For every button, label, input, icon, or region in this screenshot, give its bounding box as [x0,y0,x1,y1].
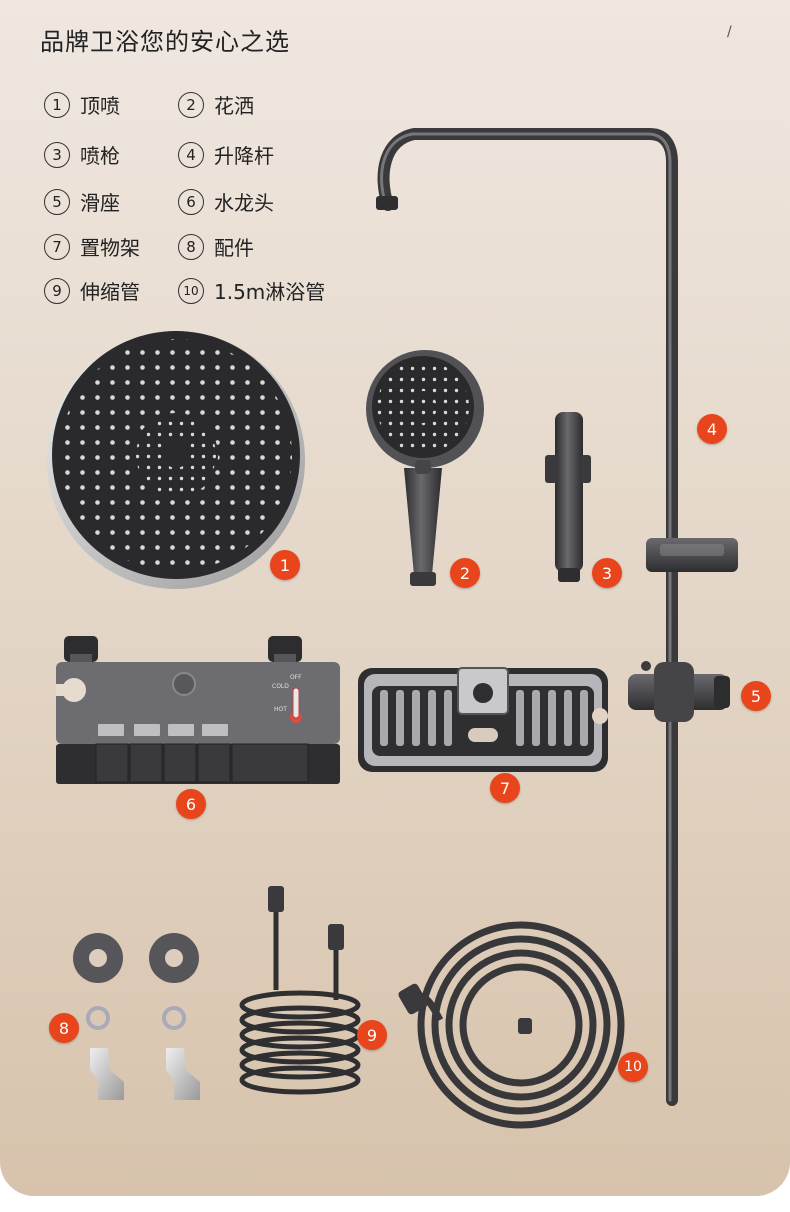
legend-number: 1 [44,91,70,118]
handheld-shower [366,350,484,586]
spray-gun [545,412,591,582]
legend-item-7: 7 置物架 [44,232,140,261]
faucet-mixer [56,636,340,784]
legend-label: 伸缩管 [80,280,140,304]
retractable-hose [239,886,361,1095]
legend-item-9: 9 伸缩管 [44,276,140,305]
hot-label: HOT [274,706,287,713]
badge-9: 9 [357,1020,387,1050]
legend-item-1: 1 顶喷 [44,90,120,119]
legend-number: 2 [178,91,204,118]
badge-1: 1 [270,550,300,580]
legend-label: 花洒 [214,94,254,118]
accessories [73,933,200,1100]
legend-label: 顶喷 [80,94,120,118]
legend-item-6: 6 水龙头 [178,187,274,216]
slide-seat [628,661,730,722]
legend-label: 喷枪 [80,144,120,168]
legend-item-8: 8 配件 [178,232,254,261]
badge-5: 5 [741,681,771,711]
badge-8: 8 [49,1013,79,1043]
legend-number: 7 [44,233,70,260]
legend-number: 9 [44,277,70,304]
badge-4: 4 [697,414,727,444]
legend-number: 4 [178,141,204,168]
legend-label: 配件 [214,236,254,260]
storage-shelf [358,667,608,772]
legend-label: 滑座 [80,191,120,215]
lifting-rod [376,128,738,1106]
legend-item-2: 2 花洒 [178,90,254,119]
legend-label: 置物架 [80,236,140,260]
legend-number: 6 [178,188,204,215]
cold-label: COLD [272,683,289,690]
legend-number: 3 [44,141,70,168]
top-shower-head [47,331,305,589]
badge-3: 3 [592,558,622,588]
legend-item-4: 4 升降杆 [178,140,274,169]
off-label: OFF [290,674,302,681]
badge-7: 7 [490,773,520,803]
corner-mark: / [727,24,732,40]
shower-hose [398,921,625,1129]
legend-item-5: 5 滑座 [44,187,120,216]
legend-label: 升降杆 [214,144,274,168]
badge-10: 10 [618,1052,648,1082]
legend-item-3: 3 喷枪 [44,140,120,169]
badge-6: 6 [176,789,206,819]
legend-label: 1.5m淋浴管 [214,280,326,304]
legend-number: 10 [178,277,204,304]
legend-item-10: 10 1.5m淋浴管 [178,276,325,305]
page-title: 品牌卫浴您的安心之选 [40,28,290,56]
legend-number: 5 [44,188,70,215]
badge-2: 2 [450,558,480,588]
legend-label: 水龙头 [214,191,274,215]
legend-number: 8 [178,233,204,260]
